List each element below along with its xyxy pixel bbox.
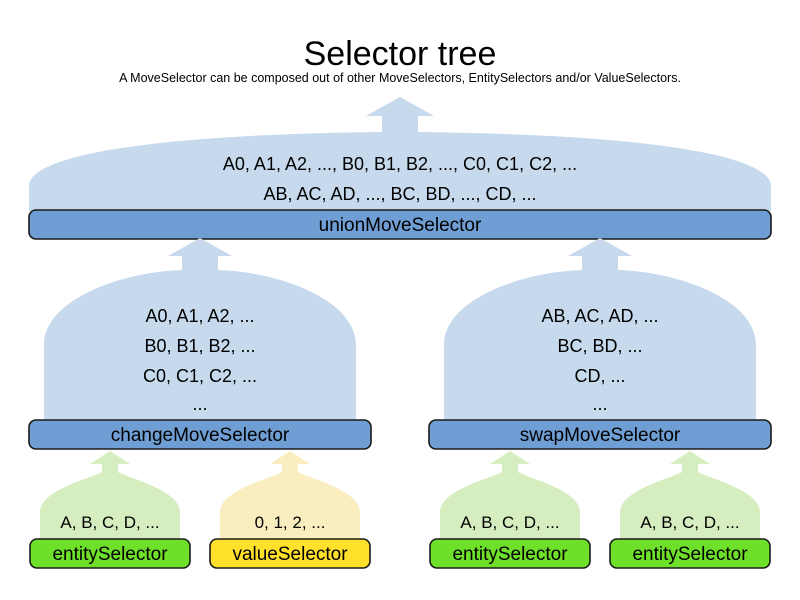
entity-2-label-bar[interactable] [429,538,591,569]
entity-3-dome-shape [620,451,760,540]
node-change-move-selector[interactable]: A0, A1, A2, ... B0, B1, B2, ... C0, C1, … [28,238,372,450]
value-1-dome-shape [220,451,360,540]
swap-content-line-2: BC, BD, ... [557,336,642,356]
union-content-line-2: AB, AC, AD, ..., BC, BD, ..., CD, ... [263,184,536,204]
change-label: changeMoveSelector [111,425,290,446]
entity-2-label: entitySelector [452,544,568,565]
change-content-line-4: ... [192,394,207,414]
value-1-label-bar[interactable] [209,538,371,569]
change-content-line-1: A0, A1, A2, ... [145,306,254,326]
entity-3-label: entitySelector [632,544,748,565]
swap-label-bar[interactable] [428,419,772,450]
entity-3-content-line-1: A, B, C, D, ... [640,513,739,532]
entity-2-content-line-1: A, B, C, D, ... [460,513,559,532]
change-content-line-3: C0, C1, C2, ... [143,366,257,386]
entity-1-dome-shape [40,451,180,540]
page-subtitle: A MoveSelector can be composed out of ot… [119,71,681,85]
union-dome-shape [29,97,771,211]
entity-3-label-bar[interactable] [609,538,771,569]
node-entity-selector-1[interactable]: A, B, C, D, ... entitySelector [29,451,191,569]
union-label: unionMoveSelector [319,215,482,236]
union-label-bar[interactable] [28,209,772,240]
union-content-line-1: A0, A1, A2, ..., B0, B1, B2, ..., C0, C1… [223,154,577,174]
swap-label: swapMoveSelector [520,425,681,446]
node-union-move-selector[interactable]: A0, A1, A2, ..., B0, B1, B2, ..., C0, C1… [28,97,772,240]
node-entity-selector-3[interactable]: A, B, C, D, ... entitySelector [609,451,771,569]
swap-content-line-3: CD, ... [574,366,625,386]
value-1-content-line-1: 0, 1, 2, ... [255,513,326,532]
entity-1-label: entitySelector [52,544,168,565]
node-entity-selector-2[interactable]: A, B, C, D, ... entitySelector [429,451,591,569]
entity-1-content-line-1: A, B, C, D, ... [60,513,159,532]
value-1-label: valueSelector [232,544,348,565]
entity-1-label-bar[interactable] [29,538,191,569]
swap-dome-shape [444,238,756,421]
entity-2-dome-shape [440,451,580,540]
node-value-selector-1[interactable]: 0, 1, 2, ... valueSelector [209,451,371,569]
page-title: Selector tree [304,35,497,73]
swap-content-line-4: ... [592,394,607,414]
node-swap-move-selector[interactable]: AB, AC, AD, ... BC, BD, ... CD, ... ... … [428,238,772,450]
change-label-bar[interactable] [28,419,372,450]
change-content-line-2: B0, B1, B2, ... [144,336,255,356]
swap-content-line-1: AB, AC, AD, ... [541,306,658,326]
change-dome-shape [44,238,356,421]
